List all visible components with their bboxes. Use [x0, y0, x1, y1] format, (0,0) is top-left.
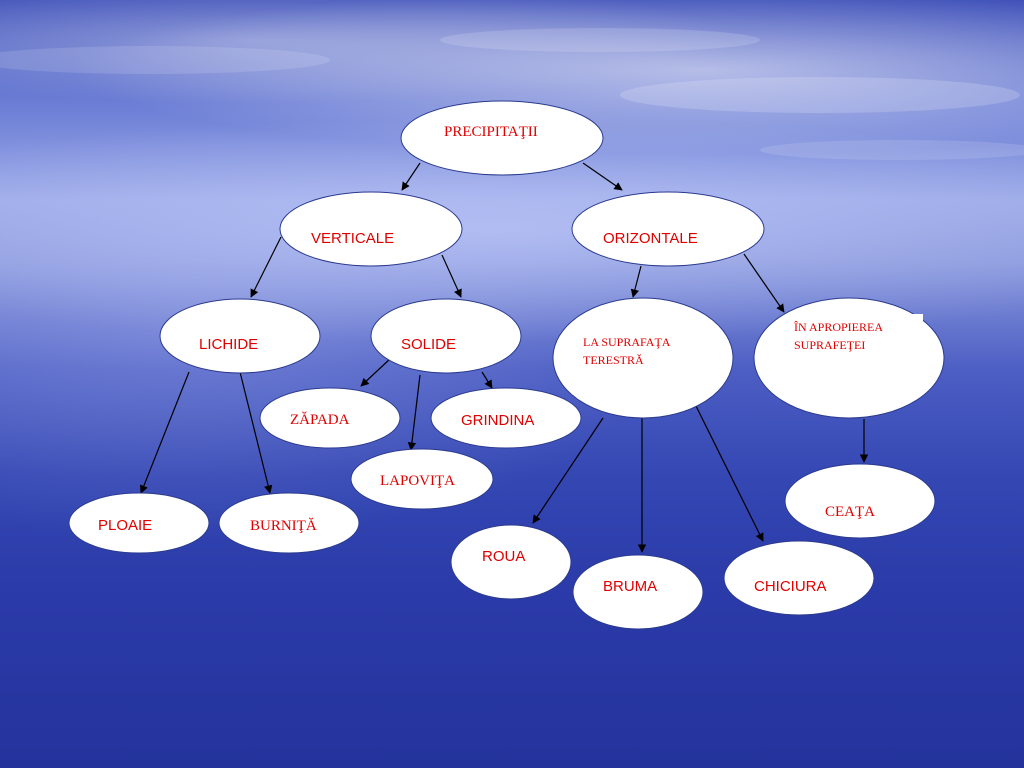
edges	[139, 162, 869, 553]
node-solide: SOLIDE	[370, 298, 522, 374]
node-ceata-label: CEAŢA	[825, 504, 875, 520]
edge-lichide-burnita	[239, 371, 273, 494]
edge-solide-grindina	[481, 371, 493, 389]
node-orizontale: ORIZONTALE	[571, 191, 765, 267]
node-roua: ROUA	[450, 524, 572, 600]
node-roua-label: ROUA	[482, 548, 525, 565]
sky-clouds	[0, 28, 1024, 160]
node-suprafata-label-2: TERESTRĂ	[583, 353, 644, 367]
node-grindina: GRINDINA	[430, 387, 582, 449]
node-ploaie: PLOAIE	[68, 492, 210, 554]
node-verticale-label: VERTICALE	[311, 230, 394, 247]
edge-precipitatii-orizontale	[582, 162, 623, 191]
edge-suprafata-chiciura	[693, 401, 764, 542]
node-suprafata: LA SUPRAFAŢA TERESTRĂ	[552, 297, 734, 419]
node-burnita-label: BURNIŢĂ	[250, 517, 317, 534]
edge-suprafata-roua	[532, 417, 604, 524]
node-zapada: ZĂPADA	[259, 387, 401, 449]
node-lapovita-label: LAPOVIŢA	[380, 473, 455, 489]
node-verticale: VERTICALE	[279, 191, 463, 267]
node-chiciura: CHICIURA	[723, 540, 875, 616]
node-lichide: LICHIDE	[159, 298, 321, 374]
node-ceata: CEAŢA	[784, 463, 936, 539]
node-grindina-label: GRINDINA	[461, 412, 534, 429]
node-lichide-label: LICHIDE	[199, 336, 258, 353]
edge-solide-zapada	[360, 357, 392, 387]
node-suprafata-label-1: LA SUPRAFAŢA	[583, 335, 671, 349]
node-zapada-label: ZĂPADA	[290, 411, 350, 428]
edge-verticale-lichide	[250, 236, 282, 298]
node-lapovita: LAPOVIŢA	[350, 448, 494, 510]
node-apropierea-label-1: ÎN APROPIEREA	[794, 320, 883, 334]
node-precipitatii: PRECIPITAŢII	[400, 100, 604, 176]
node-apropierea-marker	[911, 314, 923, 324]
edge-orizontale-apropierea	[743, 253, 785, 313]
node-ploaie-label: PLOAIE	[98, 517, 152, 534]
node-burnita: BURNIŢĂ	[218, 492, 360, 554]
edge-orizontale-suprafata	[630, 265, 642, 298]
node-precipitatii-label: PRECIPITAŢII	[444, 124, 538, 140]
edge-precipitatii-verticale	[401, 162, 421, 191]
edge-verticale-solide	[441, 254, 462, 298]
node-chiciura-label: CHICIURA	[754, 578, 827, 595]
node-bruma: BRUMA	[572, 554, 704, 630]
node-apropierea: ÎN APROPIEREA SUPRAFEŢEI	[753, 297, 945, 419]
node-apropierea-label-2: SUPRAFEŢEI	[794, 338, 865, 352]
node-bruma-label: BRUMA	[603, 578, 657, 595]
node-orizontale-label: ORIZONTALE	[603, 230, 698, 247]
node-solide-label: SOLIDE	[401, 336, 456, 353]
edge-solide-lapovita	[407, 374, 421, 451]
edge-lichide-ploaie	[139, 371, 190, 494]
